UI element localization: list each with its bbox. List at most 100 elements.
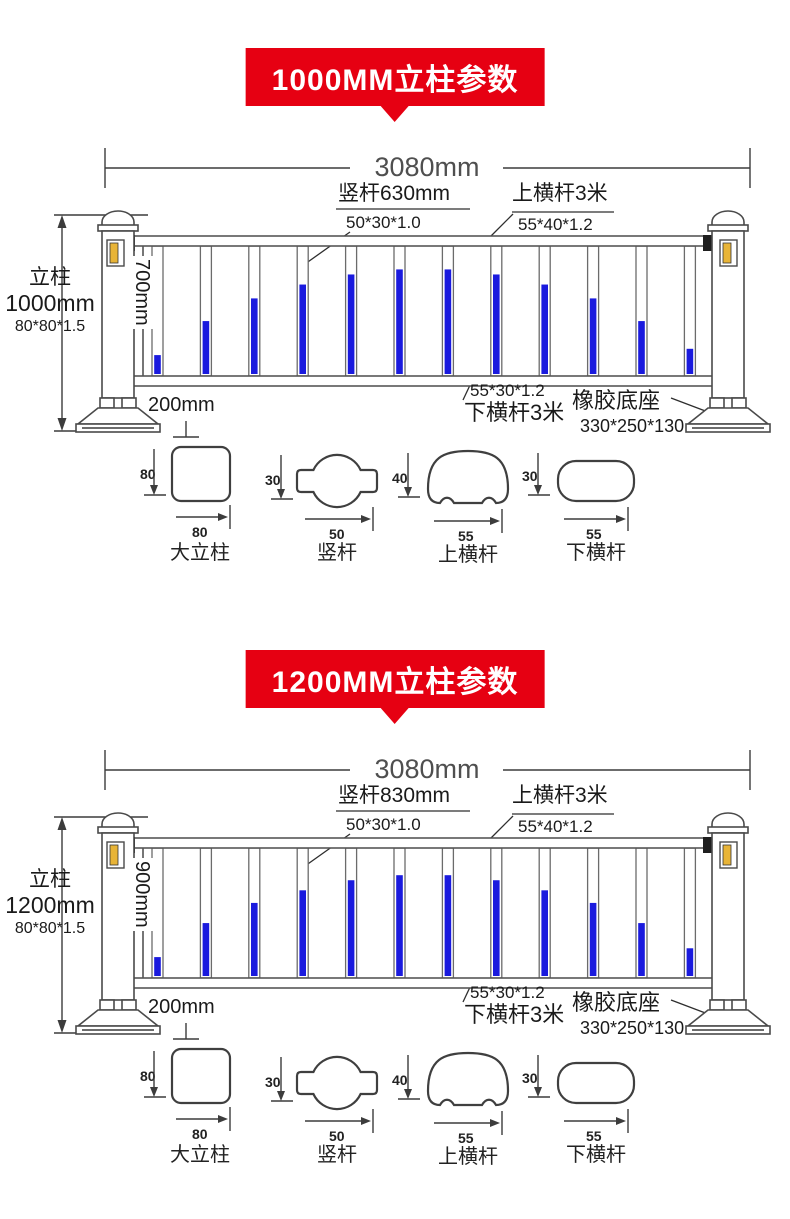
circle-tab-profile-shape <box>295 453 379 509</box>
oblong-profile-shape <box>556 459 636 503</box>
ground-clearance-tick <box>173 421 199 438</box>
fence-bar-blue-fill <box>347 274 355 374</box>
profile-top-rail: 40 55 上横杆 <box>392 441 517 566</box>
bottom-rail-spec: 55*30*1.2 <box>470 983 545 1002</box>
profile-width-value: 80 <box>192 524 208 540</box>
profile-top-rail: 40 55 上横杆 <box>392 1043 517 1168</box>
top-rail <box>133 837 713 849</box>
panel-1200mm: 1200MM立柱参数 <box>0 602 790 1212</box>
total-width-dimension <box>104 750 751 790</box>
post-label: 立柱 <box>29 868 71 891</box>
reflector-icon <box>722 242 732 264</box>
fence-bar-blue-fill <box>202 321 210 374</box>
profile-vertical-bar: 30 50 竖杆 <box>265 441 390 566</box>
profile-width-value: 80 <box>192 1126 208 1142</box>
panel-1000mm: 1000MM立柱参数 <box>0 48 790 571</box>
circle-tab-profile-shape <box>295 1055 379 1111</box>
profile-width-value: 55 <box>458 1130 474 1146</box>
fence-bar-blue-fill <box>541 284 548 374</box>
rubber-base <box>75 1009 161 1027</box>
profile-main-post: 80 80 大立柱 <box>138 441 263 566</box>
fence-bar-blue-fill <box>541 890 548 976</box>
post-spec-label: 80*80*1.5 <box>14 318 86 336</box>
profile-width-value: 50 <box>329 526 345 542</box>
fence-bar-blue-fill <box>299 284 306 374</box>
ground-clearance-tick <box>173 1023 199 1040</box>
fence-bar-blue-fill <box>251 902 258 976</box>
rubber-base <box>75 407 161 425</box>
fence-bar-blue-fill <box>638 923 645 976</box>
fence-bar-blue-fill <box>396 269 403 374</box>
section-banner: 1200MM立柱参数 <box>245 650 545 724</box>
rubber-base-spec: 330*250*130 <box>580 1018 685 1038</box>
total-width-label: 3080mm <box>374 754 480 784</box>
profile-height-value: 30 <box>265 472 281 488</box>
vertical-bar-label: 竖杆630mm <box>338 182 451 205</box>
fence-bar-blue-fill <box>396 875 403 976</box>
profile-bottom-rail: 30 55 下横杆 <box>522 441 647 566</box>
profile-caption: 下横杆 <box>566 541 626 564</box>
ground-clearance-label: 200mm <box>148 996 215 1018</box>
profile-caption: 上横杆 <box>438 543 498 566</box>
fence-bar-blue-fill <box>493 274 500 374</box>
inner-height-label: 700mm <box>131 256 153 329</box>
fence-bar-blue-fill <box>347 880 355 976</box>
fence-bar-blue-fill <box>686 348 694 374</box>
fence-bars <box>151 847 697 979</box>
banner-pointer-icon <box>381 106 409 122</box>
rubber-base-label: 橡胶底座 <box>572 990 661 1015</box>
fence-bars <box>151 245 697 377</box>
fence-drawing: 3080mm 竖杆830mm 50*30*1.0 上横杆3米 55*40*1.2… <box>0 742 790 1047</box>
right-post <box>685 210 771 433</box>
profile-height-value: 30 <box>522 1070 538 1086</box>
fence-bar-blue-fill <box>444 875 452 976</box>
profile-width-value: 55 <box>458 528 474 544</box>
profile-caption: 大立柱 <box>170 541 230 564</box>
profile-width-value: 50 <box>329 1128 345 1144</box>
fence-bar-blue-fill <box>686 948 694 976</box>
fence-bar-blue-fill <box>154 355 161 374</box>
profile-height-value: 80 <box>140 466 156 482</box>
post-label-block: 立柱 1000mm 80*80*1.5 <box>0 266 100 336</box>
fence-drawing: 3080mm 竖杆630mm 50*30*1.0 上横杆3米 55*40*1.2… <box>0 140 790 445</box>
reflector-icon <box>722 844 732 866</box>
fence-bar-blue-fill <box>589 298 597 374</box>
top-rail-spec: 55*40*1.2 <box>518 215 593 234</box>
cross-section-row: 80 80 大立柱 30 50 竖杆 <box>0 441 790 571</box>
right-post <box>685 812 771 1035</box>
ground-clearance-label: 200mm <box>148 394 215 416</box>
fence-bar-blue-fill <box>638 321 645 374</box>
post-spec-label: 80*80*1.5 <box>14 920 86 938</box>
profile-width-value: 55 <box>586 1128 602 1144</box>
profile-bottom-rail: 30 55 下横杆 <box>522 1043 647 1168</box>
profile-main-post: 80 80 大立柱 <box>138 1043 263 1168</box>
banner-title: 1000MM立柱参数 <box>245 48 545 106</box>
inner-height-label: 900mm <box>131 858 153 931</box>
top-rail-label: 上横杆3米 <box>512 784 608 807</box>
profile-height-value: 30 <box>265 1074 281 1090</box>
profile-caption: 大立柱 <box>170 1143 230 1166</box>
rail-bracket-right <box>703 235 712 251</box>
fence-bar-blue-fill <box>493 880 500 976</box>
fence-bar-blue-fill <box>154 957 161 976</box>
square-profile-shape <box>170 445 232 503</box>
reflector-icon <box>109 844 119 866</box>
profile-height-value: 40 <box>392 470 408 486</box>
vertical-bar-spec: 50*30*1.0 <box>346 213 421 232</box>
post-label-block: 立柱 1200mm 80*80*1.5 <box>0 868 100 938</box>
top-rail-spec: 55*40*1.2 <box>518 817 593 836</box>
post-height-label: 1200mm <box>5 892 95 919</box>
banner-pointer-icon <box>381 708 409 724</box>
fence-bar-blue-fill <box>589 902 597 976</box>
fence-bar-blue-fill <box>251 298 258 374</box>
post-height-label: 1000mm <box>5 290 95 317</box>
rubber-base <box>685 407 771 425</box>
bottom-rail-spec: 55*30*1.2 <box>470 381 545 400</box>
loaf-profile-shape <box>426 1051 510 1107</box>
bottom-rail <box>117 375 741 387</box>
rubber-base-spec: 330*250*130 <box>580 416 685 436</box>
profile-caption: 竖杆 <box>317 541 357 564</box>
banner-title: 1200MM立柱参数 <box>245 650 545 708</box>
top-rail <box>133 235 713 247</box>
square-profile-shape <box>170 1047 232 1105</box>
